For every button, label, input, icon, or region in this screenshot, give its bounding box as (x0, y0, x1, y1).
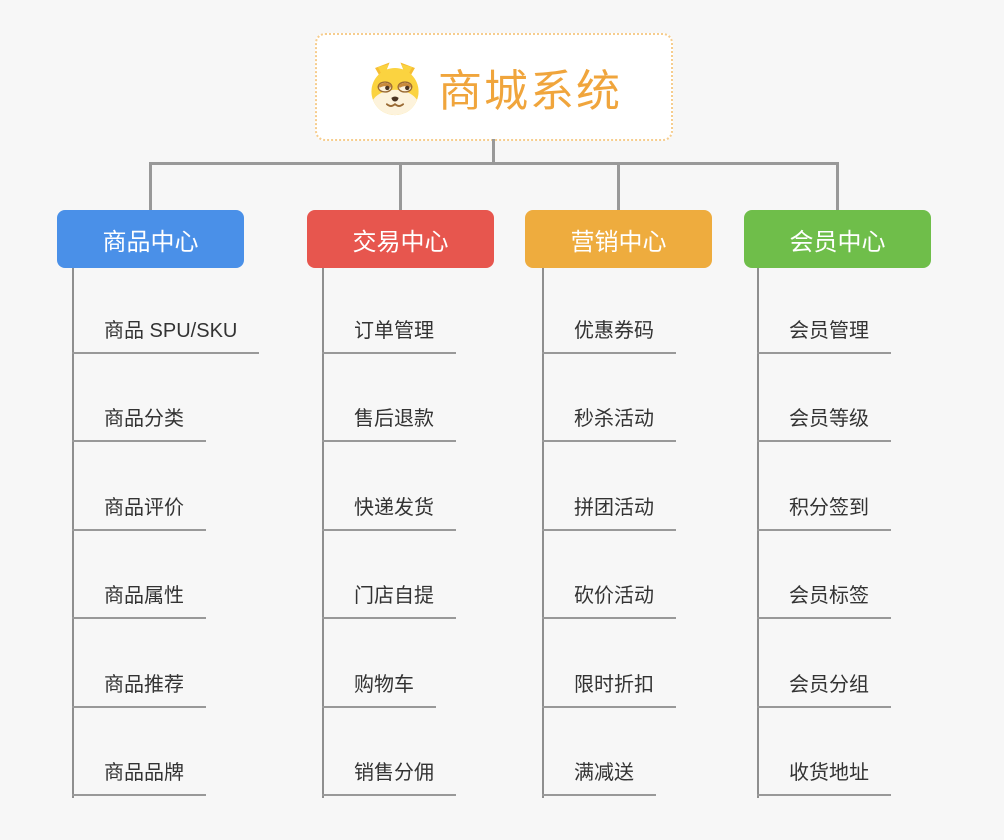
connector-drop-1 (149, 164, 152, 210)
leaf-item[interactable]: 会员管理 (757, 317, 891, 354)
leaf-item[interactable]: 快递发货 (322, 494, 456, 531)
leaf-item[interactable]: 满减送 (542, 759, 656, 796)
connector-horizontal-bar (149, 162, 839, 165)
leaf-item[interactable]: 优惠券码 (542, 317, 676, 354)
connector-root-drop (492, 139, 495, 164)
root-title: 商城系统 (438, 67, 622, 116)
leaf-item[interactable]: 拼团活动 (542, 494, 676, 531)
root-node[interactable]: 商城系统 (315, 33, 673, 141)
leaf-item[interactable]: 售后退款 (322, 405, 456, 442)
leaf-item[interactable]: 会员分组 (757, 671, 891, 708)
leaf-item[interactable]: 积分签到 (757, 494, 891, 531)
leaf-item[interactable]: 收货地址 (757, 759, 891, 796)
leaf-item[interactable]: 砍价活动 (542, 582, 676, 619)
connector-drop-3 (617, 164, 620, 210)
branch-node-product-center[interactable]: 商品中心 (57, 210, 244, 268)
connector-drop-4 (836, 164, 839, 210)
leaf-item[interactable]: 会员标签 (757, 582, 891, 619)
leaf-item[interactable]: 门店自提 (322, 582, 456, 619)
leaf-item[interactable]: 销售分佣 (322, 759, 456, 796)
leaf-item[interactable]: 商品评价 (72, 494, 206, 531)
leaf-item[interactable]: 商品属性 (72, 582, 206, 619)
connector-trunk-1 (72, 268, 74, 798)
doge-icon (371, 62, 419, 116)
connector-trunk-4 (757, 268, 759, 798)
leaf-item[interactable]: 商品推荐 (72, 671, 206, 708)
leaf-item[interactable]: 购物车 (322, 671, 436, 708)
connector-drop-2 (399, 164, 402, 210)
connector-trunk-2 (322, 268, 324, 798)
leaf-item[interactable]: 限时折扣 (542, 671, 676, 708)
leaf-item[interactable]: 会员等级 (757, 405, 891, 442)
branch-node-marketing-center[interactable]: 营销中心 (525, 210, 712, 268)
branch-node-member-center[interactable]: 会员中心 (744, 210, 931, 268)
leaf-item[interactable]: 秒杀活动 (542, 405, 676, 442)
leaf-item[interactable]: 订单管理 (322, 317, 456, 354)
connector-trunk-3 (542, 268, 544, 798)
leaf-item[interactable]: 商品分类 (72, 405, 206, 442)
branch-node-trade-center[interactable]: 交易中心 (307, 210, 494, 268)
leaf-item[interactable]: 商品品牌 (72, 759, 206, 796)
leaf-item[interactable]: 商品 SPU/SKU (72, 317, 260, 354)
